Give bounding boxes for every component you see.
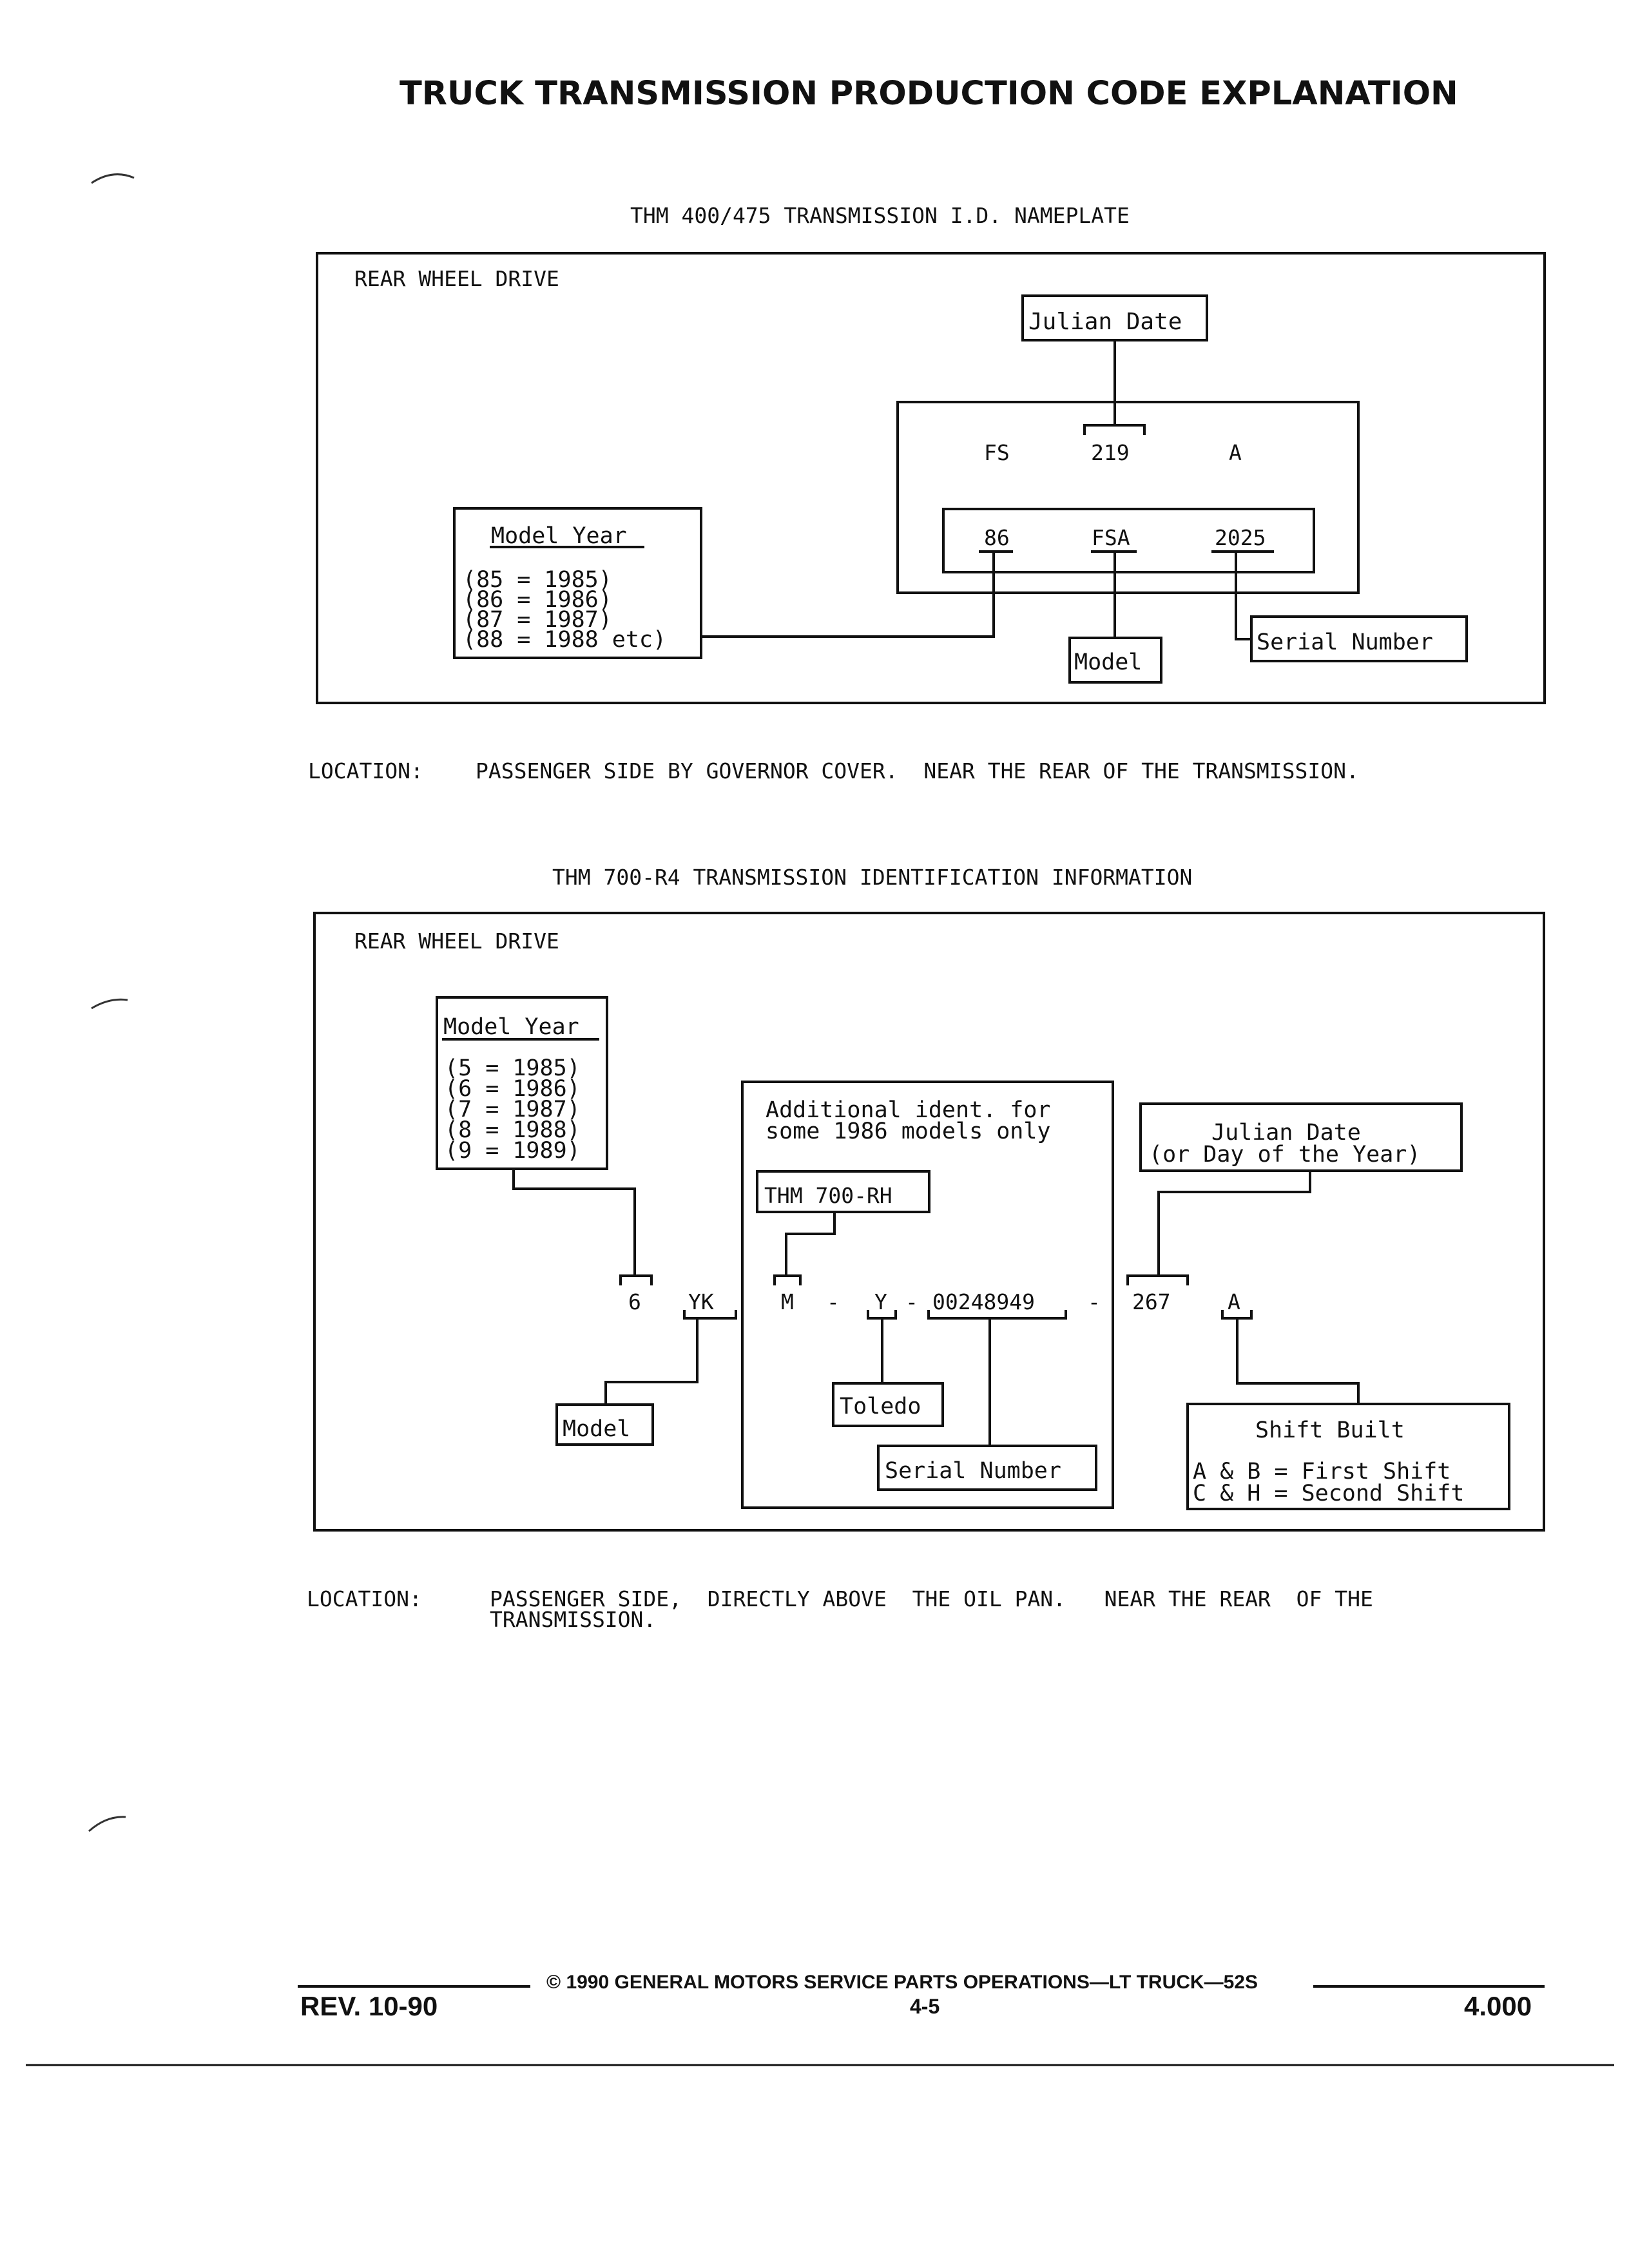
model-year-line: (87 = 1987) — [463, 607, 612, 633]
model-year-line: (5 = 1985) — [445, 1055, 581, 1081]
code-dash: - — [1088, 1289, 1101, 1314]
additional-ident-box — [741, 1081, 1114, 1509]
thm-700-rh-label: THM 700-RH — [764, 1183, 892, 1208]
section1-heading: THM 400/475 TRANSMISSION I.D. NAMEPLATE — [630, 203, 1130, 228]
code-serial: 00248949 — [932, 1289, 1035, 1314]
serial-number-label-1: Serial Number — [1257, 629, 1433, 655]
plate-219: 219 — [1091, 440, 1130, 465]
revision-label: REV. 10-90 — [300, 1991, 438, 2021]
shift-built-title: Shift Built — [1255, 1418, 1405, 1443]
shift-built-box — [1186, 1403, 1510, 1510]
nameplate-inner-box — [942, 508, 1315, 573]
model-year-box-1 — [453, 507, 702, 659]
page-number: 4-5 — [910, 1995, 940, 2018]
model-year-line: (85 = 1985) — [463, 567, 612, 593]
julian-date-line: Julian Date — [1211, 1120, 1361, 1146]
serial-number-label-2: Serial Number — [885, 1458, 1061, 1484]
code-yk: YK — [688, 1289, 714, 1314]
plate-86: 86 — [984, 525, 1010, 550]
section-number: 4.000 — [1464, 1991, 1532, 2021]
code-a: A — [1228, 1289, 1240, 1314]
thm-700-rh-box — [756, 1170, 930, 1213]
plate-fs: FS — [984, 440, 1010, 465]
plate-fsa: FSA — [1092, 525, 1130, 550]
section2-drive-label: REAR WHEEL DRIVE — [354, 928, 559, 954]
plate-a: A — [1229, 440, 1242, 465]
model-label-1: Model — [1074, 649, 1142, 675]
model-year-line: (6 = 1986) — [445, 1076, 581, 1102]
code-y: Y — [874, 1289, 887, 1314]
location-text-2: PASSENGER SIDE, DIRECTLY ABOVE THE OIL P… — [490, 1586, 1373, 1611]
model-year-line: (8 = 1988) — [445, 1117, 581, 1143]
toledo-box — [832, 1382, 944, 1427]
shift-line: A & B = First Shift — [1193, 1459, 1451, 1485]
code-dash: - — [827, 1289, 840, 1314]
model-year-title-2: Model Year — [443, 1014, 579, 1040]
code-267: 267 — [1132, 1289, 1171, 1314]
location-text-2-cont: TRANSMISSION. — [490, 1607, 657, 1632]
julian-date-box-2 — [1139, 1102, 1463, 1172]
shift-line: C & H = Second Shift — [1193, 1481, 1465, 1506]
location-label-2: LOCATION: — [307, 1586, 422, 1611]
model-year-box-2 — [436, 996, 608, 1170]
nameplate-outer-box — [896, 401, 1360, 594]
plate-2025: 2025 — [1215, 525, 1266, 550]
julian-date-line: (or Day of the Year) — [1149, 1142, 1421, 1168]
model-year-title-1: Model Year — [491, 523, 627, 549]
location-text-1: PASSENGER SIDE BY GOVERNOR COVER. NEAR T… — [476, 758, 1359, 783]
model-year-line: (9 = 1989) — [445, 1138, 581, 1164]
additional-ident-line: Additional ident. for — [766, 1097, 1051, 1123]
julian-date-label: Julian Date — [1028, 309, 1182, 335]
additional-ident-line: some 1986 models only — [766, 1119, 1051, 1144]
model-year-line: (88 = 1988 etc) — [463, 627, 667, 653]
section1-drive-label: REAR WHEEL DRIVE — [354, 266, 559, 291]
code-6: 6 — [628, 1289, 641, 1314]
code-m: M — [781, 1289, 794, 1314]
location-label-1: LOCATION: — [308, 758, 423, 783]
section2-heading: THM 700-R4 TRANSMISSION IDENTIFICATION I… — [552, 865, 1193, 890]
model-year-line: (86 = 1986) — [463, 587, 612, 613]
copyright-line: © 1990 GENERAL MOTORS SERVICE PARTS OPER… — [546, 1972, 1258, 1993]
diagram2-frame — [313, 912, 1545, 1532]
diagram1-frame — [316, 252, 1546, 704]
code-dash: - — [905, 1289, 918, 1314]
serial-number-box-2 — [877, 1445, 1097, 1491]
model-year-line: (7 = 1987) — [445, 1097, 581, 1122]
model-label-2: Model — [563, 1416, 631, 1442]
page-title: TRUCK TRANSMISSION PRODUCTION CODE EXPLA… — [400, 75, 1458, 113]
toledo-label: Toledo — [840, 1394, 921, 1419]
